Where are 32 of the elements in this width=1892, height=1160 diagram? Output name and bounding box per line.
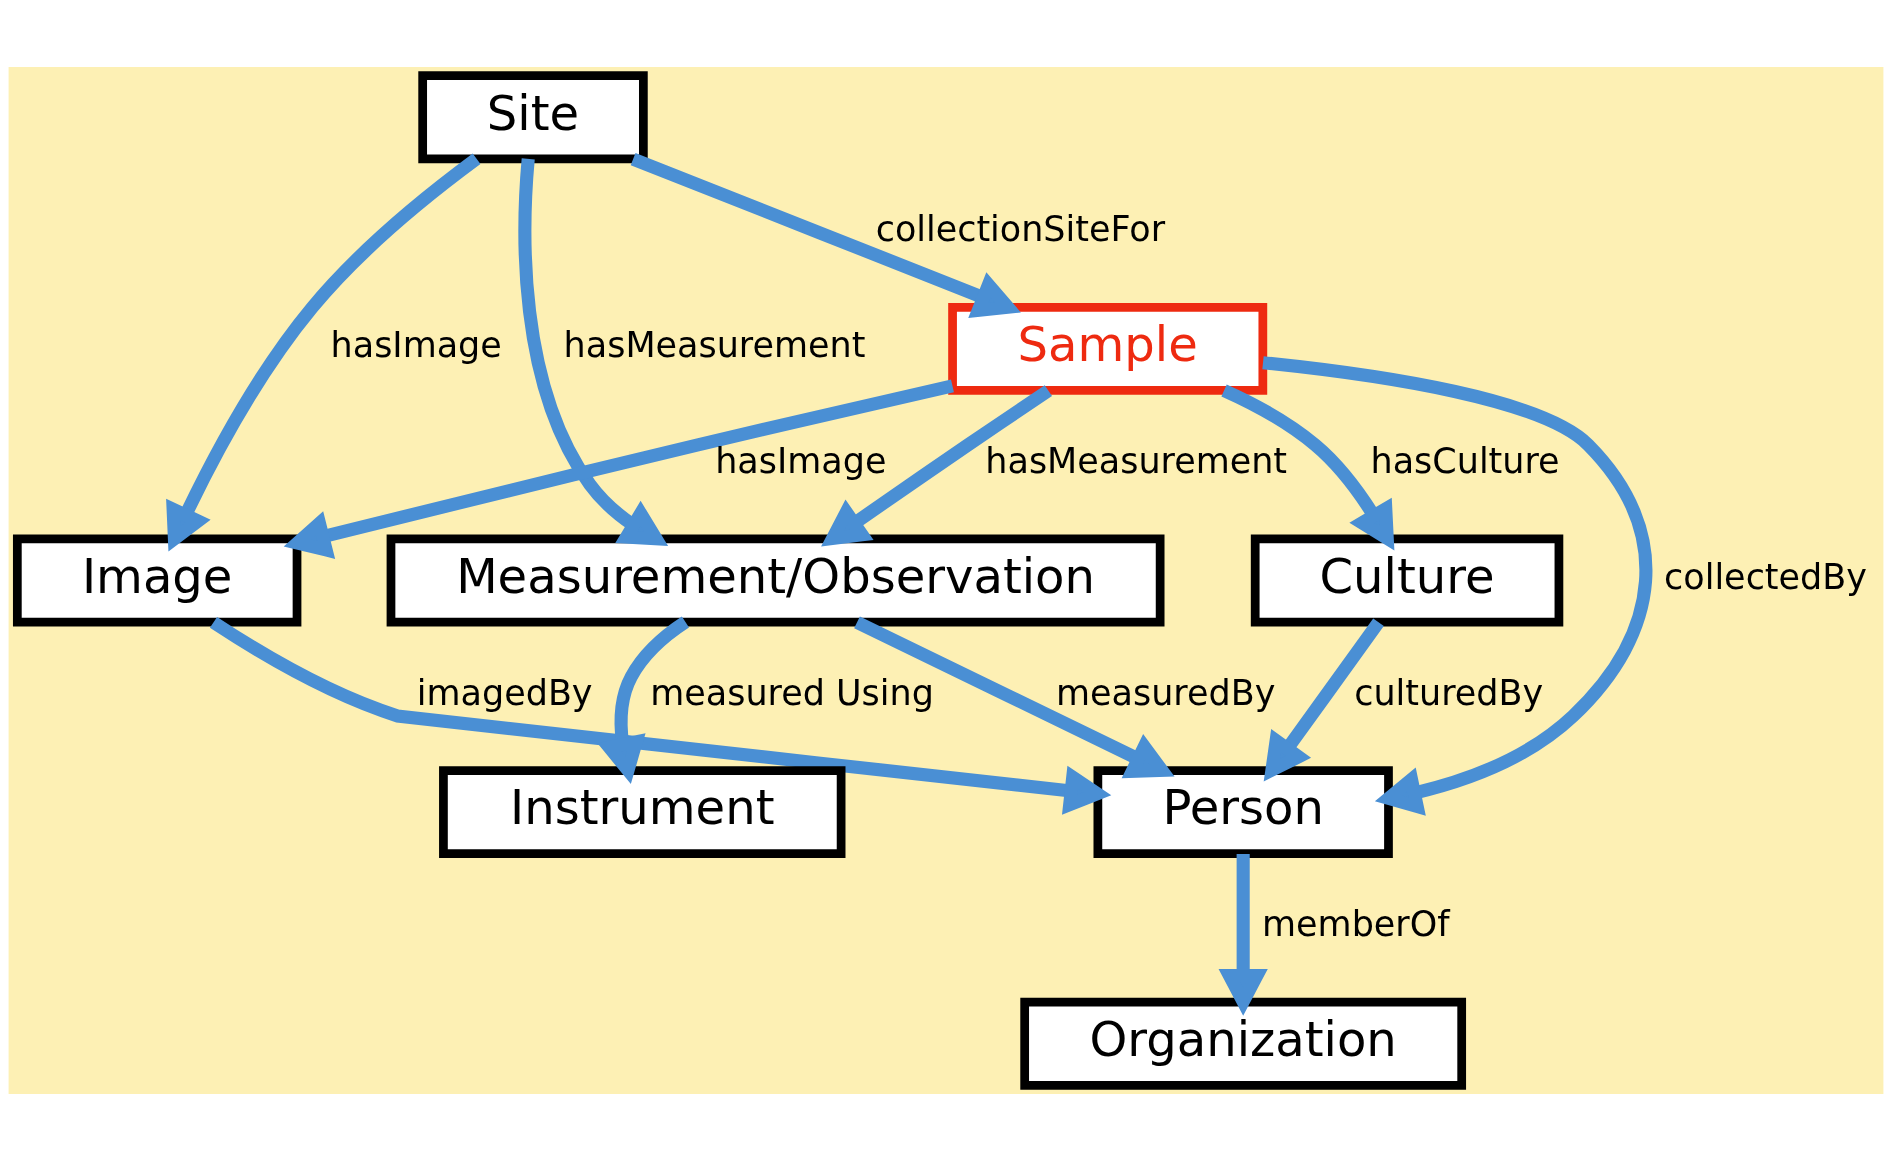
edge-label: measuredBy: [1056, 672, 1276, 713]
edge-label: collectedBy: [1664, 556, 1867, 597]
arrow: [1218, 853, 1268, 1016]
node-box: Instrument: [439, 765, 846, 858]
edge-label: imagedBy: [416, 672, 593, 713]
node-box: Image: [12, 534, 302, 626]
edge-label: culturedBy: [1354, 672, 1544, 713]
edge-label: hasImage: [715, 440, 887, 481]
node-box: Organization: [1020, 997, 1467, 1090]
edge-label: hasMeasurement: [563, 324, 866, 365]
arrow: [854, 615, 1175, 778]
arrow: [518, 157, 669, 546]
arrow: [597, 616, 690, 784]
arrow: [1263, 617, 1384, 781]
edge-label: hasImage: [330, 324, 502, 365]
arrow: [630, 152, 1021, 318]
node-box: Person: [1093, 765, 1393, 858]
arrow: [283, 379, 954, 559]
arrow: [1262, 355, 1653, 816]
node-box: Site: [418, 70, 648, 163]
arrow: [1221, 384, 1395, 551]
edge-label: memberOf: [1262, 903, 1450, 944]
edge-label: measured Using: [650, 672, 934, 713]
node-box: Sample: [948, 302, 1268, 395]
arrow: [821, 384, 1052, 546]
arrow: [166, 153, 481, 552]
arrow: [209, 616, 1112, 815]
edge-label: hasMeasurement: [985, 440, 1288, 481]
edge-label: collectionSiteFor: [875, 208, 1166, 249]
node-box: Culture: [1250, 534, 1564, 626]
edge-label: hasCulture: [1370, 440, 1560, 481]
node-box: Measurement/Observation: [386, 534, 1165, 626]
